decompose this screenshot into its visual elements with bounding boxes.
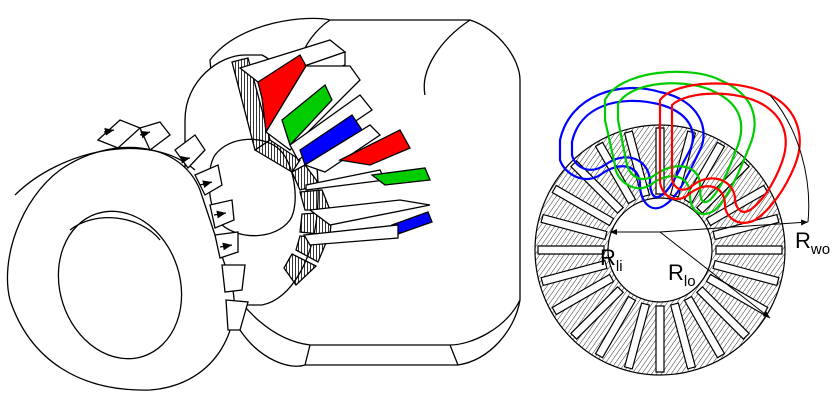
dimension-lines — [610, 94, 810, 319]
r-lo-label: Rlo — [668, 260, 696, 290]
stator-slot — [570, 160, 625, 215]
r-wo-arc — [769, 94, 810, 223]
coil-phase-b-inner — [616, 82, 743, 204]
stator-inner-circle — [607, 197, 713, 303]
stator-slot — [623, 130, 651, 198]
rotor-hole — [57, 210, 183, 360]
r-lo-line — [659, 231, 771, 319]
stator-slot — [594, 295, 637, 359]
exploded-view — [6, 17, 521, 391]
coil-phase-a-inner — [670, 92, 787, 213]
phase-b-bar-1 — [281, 83, 333, 147]
rotor-disc — [6, 119, 249, 391]
cross-section-view: Rli Rlo Rwo — [534, 70, 830, 376]
phase-a-bar-2 — [337, 129, 411, 166]
stator-slot — [683, 141, 726, 205]
stator-slot — [712, 213, 780, 241]
stator-slot — [551, 184, 615, 227]
stator-slot — [540, 213, 608, 241]
stator-winding-bars — [238, 39, 433, 246]
r-wo-label: Rwo — [795, 228, 830, 258]
stator-slot — [623, 302, 651, 370]
stator-slot — [570, 285, 625, 340]
stator-slot — [655, 305, 665, 373]
stator-slot — [540, 259, 608, 287]
phase-b-bar-2 — [370, 167, 431, 186]
coil-phase-a — [658, 82, 801, 224]
stator-slot — [715, 245, 783, 255]
stator-slot — [683, 295, 726, 359]
radius-labels: Rli Rlo Rwo — [600, 228, 830, 290]
r-wo-line — [659, 219, 809, 233]
stator-teeth — [231, 57, 333, 286]
r-li-label: Rli — [600, 245, 623, 275]
stator-slot — [537, 245, 605, 255]
coils — [558, 70, 801, 224]
stator-slot — [669, 302, 697, 370]
coil-phase-b — [603, 70, 756, 216]
stator-slot — [712, 259, 780, 287]
stator-slot — [695, 285, 750, 340]
stator-slot — [551, 273, 615, 316]
coil-phase-c-inner — [570, 99, 694, 199]
